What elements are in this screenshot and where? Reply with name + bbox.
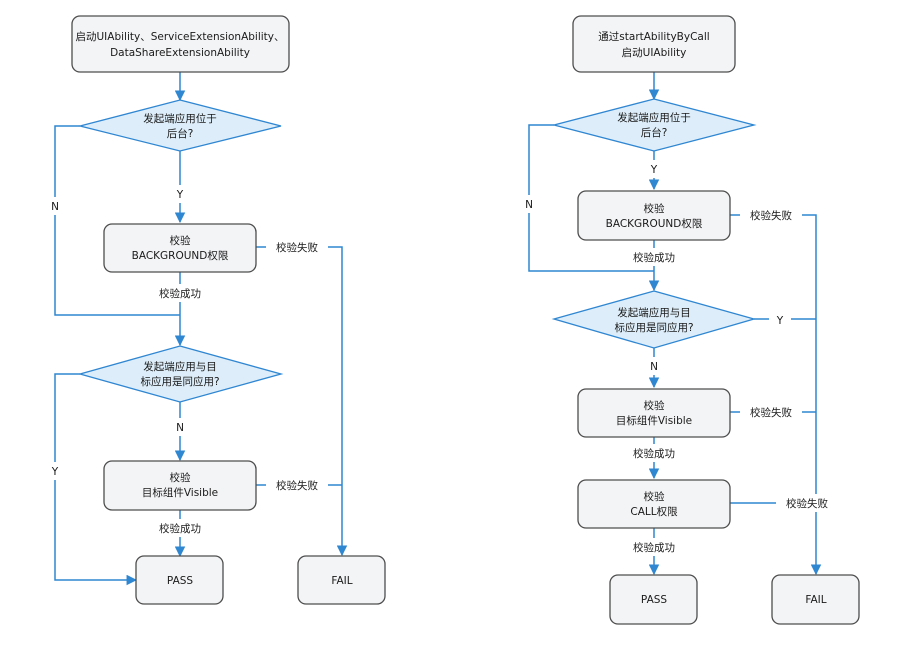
r-start-node [572, 15, 736, 73]
pass-node [135, 555, 224, 605]
label-fail-2: 校验失败 [276, 479, 318, 492]
r-check-call-line1: 校验 [644, 490, 665, 503]
r-check-visible-line1: 校验 [644, 399, 665, 412]
r-decision-background [551, 98, 757, 152]
start-node-line2: DataShareExtensionAbility [110, 47, 250, 59]
decision-same-app-line1: 发起端应用与目 [143, 360, 217, 373]
r-check-background-permission [577, 190, 731, 241]
right-flowchart: 通过startAbilityByCall 启动UIAbility 发起端应用位于… [519, 15, 860, 625]
label-ok-2: 校验成功 [159, 522, 201, 535]
r-check-call-line2: CALL权限 [630, 505, 678, 518]
r-decision-same-app [551, 290, 757, 349]
label-ok-1: 校验成功 [159, 287, 201, 300]
check-visible-line2: 目标组件Visible [142, 486, 218, 499]
label-no-1: N [51, 201, 59, 213]
r-start-node-line1: 通过startAbilityByCall [598, 30, 709, 43]
r-decision-same-app-line1: 发起端应用与目 [617, 306, 691, 319]
r-fail-node-label: FAIL [805, 594, 826, 606]
r-label-fail-3: 校验失败 [786, 497, 828, 510]
r-label-ok-3: 校验成功 [633, 541, 675, 554]
check-background-line2: BACKGROUND权限 [132, 249, 229, 262]
fail-node-label: FAIL [331, 575, 352, 587]
r-label-yes-2: Y [776, 315, 784, 327]
check-background-line1: 校验 [170, 234, 191, 247]
check-visible-line1: 校验 [170, 471, 191, 484]
r-fail-node [771, 574, 860, 625]
pass-node-label: PASS [167, 575, 194, 587]
edge-d1-no-bypass [54, 125, 180, 316]
decision-background [79, 99, 282, 152]
fail-node [297, 555, 386, 605]
r-pass-node-label: PASS [641, 594, 668, 606]
r-label-yes-1: Y [650, 164, 658, 176]
r-check-background-line1: 校验 [644, 202, 665, 215]
decision-same-app [77, 345, 284, 403]
r-check-background-line2: BACKGROUND权限 [606, 217, 703, 230]
decision-background-line1: 发起端应用位于 [143, 112, 217, 125]
r-pass-node [609, 574, 698, 625]
r-label-fail-1: 校验失败 [750, 209, 792, 222]
label-fail-1: 校验失败 [276, 241, 318, 254]
decision-same-app-line2: 标应用是同应用? [140, 375, 219, 388]
r-label-no-1: N [525, 199, 533, 211]
left-flowchart: 启动UIAbility、ServiceExtensionAbility、 Dat… [45, 15, 386, 605]
r-label-ok-1: 校验成功 [633, 251, 675, 264]
r-check-visible [577, 388, 731, 438]
r-decision-same-app-line2: 标应用是同应用? [614, 321, 693, 334]
label-yes-2: Y [51, 466, 59, 478]
label-no-2: N [176, 422, 184, 434]
r-start-node-line2: 启动UIAbility [622, 46, 687, 59]
r-label-ok-2: 校验成功 [633, 447, 675, 460]
r-label-fail-2: 校验失败 [750, 406, 792, 419]
decision-background-line2: 后台? [167, 127, 194, 140]
start-node [71, 15, 290, 73]
start-node-line1: 启动UIAbility、ServiceExtensionAbility、 [76, 30, 285, 43]
edge-r-check-bg-fail [730, 214, 822, 576]
r-decision-background-line1: 发起端应用位于 [617, 111, 691, 124]
r-decision-background-line2: 后台? [641, 126, 668, 139]
edge-check-bg-fail-to-fail [256, 246, 348, 557]
r-label-no-2: N [650, 361, 658, 373]
r-check-call-permission [577, 479, 731, 529]
check-background-permission [103, 223, 257, 273]
check-visible [103, 460, 257, 511]
r-check-visible-line2: 目标组件Visible [616, 414, 692, 427]
label-yes-1: Y [176, 189, 184, 201]
